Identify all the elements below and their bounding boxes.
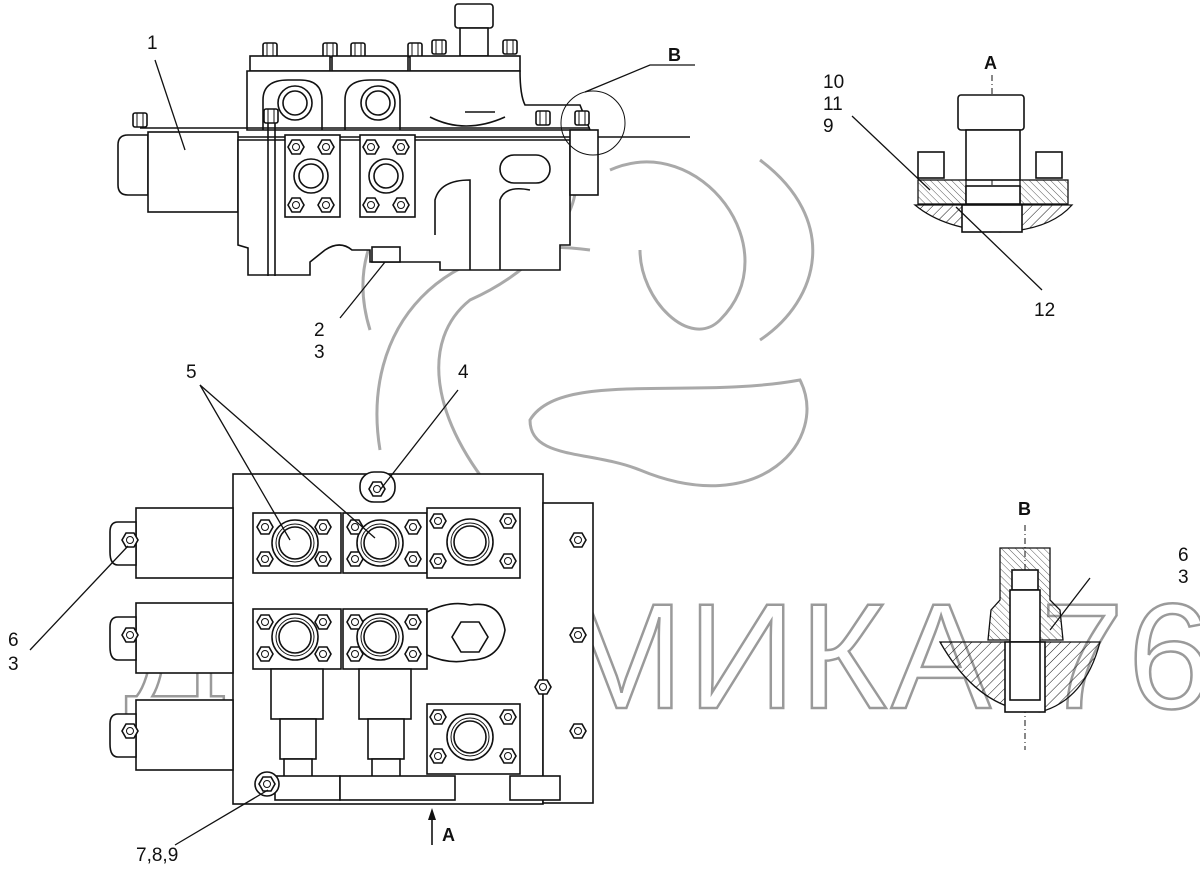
callout-1: 1 [147,33,158,54]
callout-4: 4 [458,362,469,383]
callout-7-8-9: 7,8,9 [136,845,179,866]
view-a-marker: A [442,825,455,845]
callout-3-top: 3 [314,342,325,363]
leader-lines [29,59,1091,846]
callout-2: 2 [314,320,325,341]
callout-3-detail: 3 [1178,567,1189,588]
callout-3-left: 3 [8,654,19,675]
section-a [913,75,1074,233]
callout-11: 11 [823,94,843,115]
callout-12: 12 [1034,300,1056,321]
callout-9-section: 9 [823,116,834,137]
callout-6-detail: 6 [1178,545,1189,566]
detail-b [938,525,1101,750]
section-b-marker: B [668,45,681,65]
detail-b-title: B [1018,499,1031,519]
front-view [109,471,594,845]
top-view [117,3,690,276]
callout-6-left: 6 [8,630,19,651]
callout-10: 10 [823,72,845,93]
section-a-title: A [984,53,997,73]
callout-5: 5 [186,362,197,383]
